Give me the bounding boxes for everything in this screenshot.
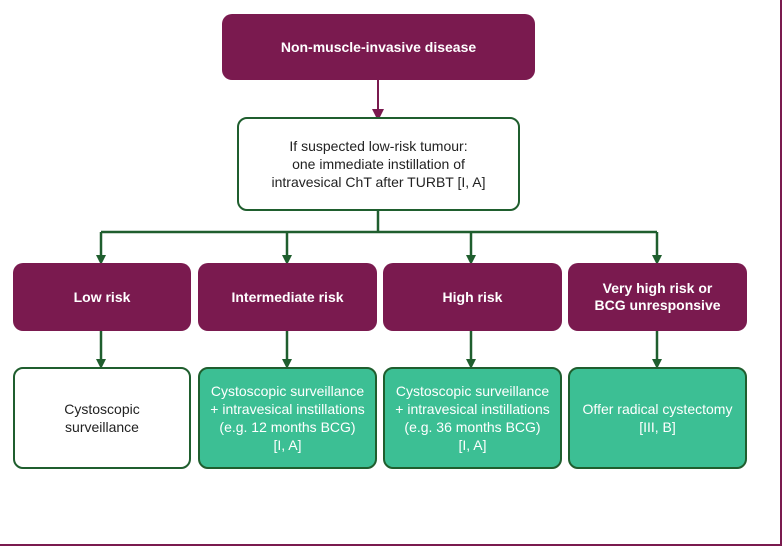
node-treatment-low-risk-label: Cystoscopic surveillance xyxy=(64,401,140,435)
node-intermediate-risk-label: Intermediate risk xyxy=(231,288,344,305)
node-high-risk: High risk xyxy=(383,263,562,331)
node-non-muscle-invasive-label: Non-muscle-invasive disease xyxy=(280,38,477,55)
node-low-risk-label: Low risk xyxy=(73,288,131,305)
node-immediate-instillation: If suspected low-risk tumour: one immedi… xyxy=(237,117,520,211)
node-treatment-very-high-risk: Offer radical cystectomy [III, B] xyxy=(568,367,747,469)
node-treatment-high-risk-label: Cystoscopic surveillance + intravesical … xyxy=(395,383,550,453)
node-treatment-intermediate-risk-label: Cystoscopic surveillance + intravesical … xyxy=(210,383,365,453)
node-very-high-risk-label: Very high risk or BCG unresponsive xyxy=(594,280,721,313)
node-treatment-very-high-risk-label: Offer radical cystectomy [III, B] xyxy=(582,401,733,435)
node-treatment-low-risk: Cystoscopic surveillance xyxy=(13,367,191,469)
node-very-high-risk: Very high risk or BCG unresponsive xyxy=(568,263,747,331)
node-intermediate-risk: Intermediate risk xyxy=(198,263,377,331)
node-treatment-high-risk: Cystoscopic surveillance + intravesical … xyxy=(383,367,562,469)
node-non-muscle-invasive: Non-muscle-invasive disease xyxy=(222,14,535,80)
node-treatment-intermediate-risk: Cystoscopic surveillance + intravesical … xyxy=(198,367,377,469)
node-immediate-instillation-label: If suspected low-risk tumour: one immedi… xyxy=(271,138,486,190)
node-high-risk-label: High risk xyxy=(442,288,503,305)
node-low-risk: Low risk xyxy=(13,263,191,331)
